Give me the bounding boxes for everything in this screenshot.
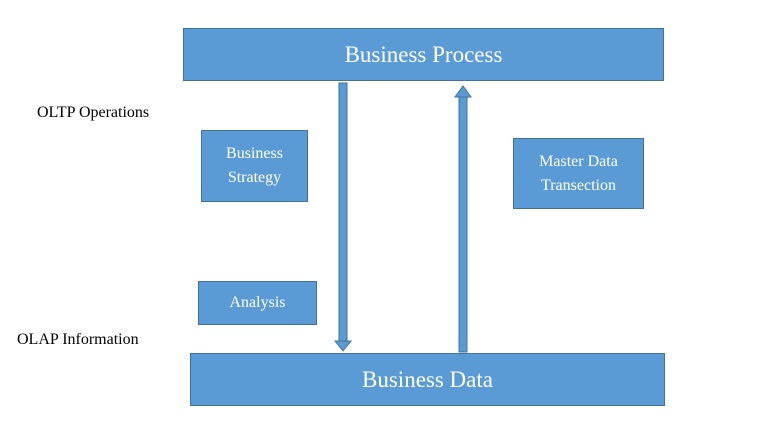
business-process-box: Business Process — [183, 28, 664, 81]
down-arrow — [333, 82, 353, 352]
analysis-label: Analysis — [229, 294, 286, 311]
business-strategy-line2: Strategy — [227, 169, 282, 186]
business-data-label: Business Data — [362, 366, 493, 392]
olap-information-label: OLAP Information — [17, 331, 139, 348]
master-data-line2: Transection — [541, 176, 616, 194]
oltp-operations-label: OLTP Operations — [37, 104, 150, 121]
business-process-label: Business Process — [344, 41, 503, 67]
business-data-box: Business Data — [190, 353, 665, 406]
up-arrow — [454, 85, 472, 353]
analysis-box: Analysis — [198, 281, 317, 325]
business-strategy-box: Business Strategy — [201, 130, 308, 202]
master-data-box: Master Data Transection — [513, 138, 644, 209]
master-data-line1: Master Data — [539, 152, 618, 170]
business-strategy-line1: Business — [226, 145, 283, 162]
